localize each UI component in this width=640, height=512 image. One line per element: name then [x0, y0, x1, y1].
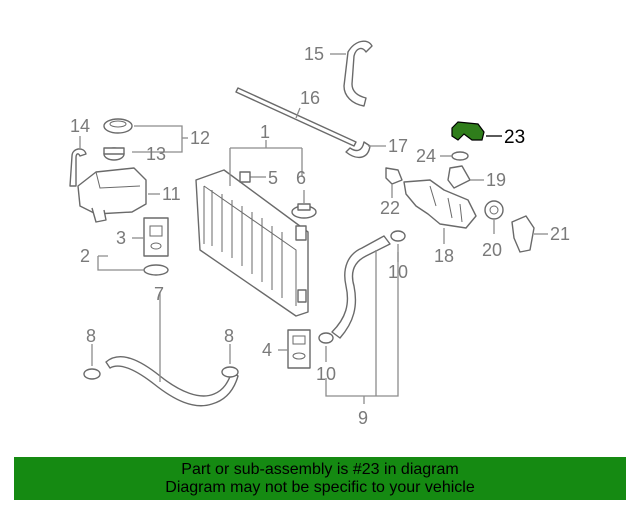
callout-10-upper: 10 — [388, 262, 408, 282]
callout-11: 11 — [162, 184, 181, 204]
callout-8-right: 8 — [224, 326, 234, 346]
callout-15: 15 — [304, 44, 324, 64]
banner-line-2: Diagram may not be specific to your vehi… — [165, 479, 475, 496]
callout-6: 6 — [296, 168, 306, 188]
part-9-hose — [331, 235, 391, 339]
part-22-sensor — [385, 167, 403, 185]
part-10-clamp-upper — [390, 230, 406, 242]
part-19-bracket — [447, 165, 471, 189]
callout-3: 3 — [116, 228, 126, 248]
callout-24: 24 — [416, 146, 436, 166]
callout-13: 13 — [146, 144, 166, 164]
callout-16: 16 — [300, 88, 320, 108]
leader-16 — [295, 107, 301, 119]
callout-20: 20 — [482, 240, 502, 260]
part-8-clamp-right — [221, 366, 239, 378]
part-12-cap — [103, 118, 133, 134]
callout-4: 4 — [262, 340, 272, 360]
callout-9: 9 — [358, 408, 368, 428]
callout-23[interactable]: 23 — [504, 127, 525, 148]
part-7-hose — [105, 356, 239, 407]
callout-7: 7 — [154, 284, 164, 304]
leader-9 — [325, 250, 399, 404]
callout-17: 17 — [388, 136, 408, 156]
callout-21: 21 — [550, 224, 570, 244]
leader-12-13 — [132, 125, 183, 153]
part-17-hose — [345, 141, 371, 159]
callout-10-lower: 10 — [316, 364, 336, 384]
part-5-bolt — [239, 171, 258, 183]
part-20-thermostat — [484, 200, 504, 220]
part-4-box — [287, 329, 311, 369]
part-10-clamp-lower — [318, 332, 334, 344]
leader-2 — [97, 255, 144, 271]
part-24-oring — [451, 151, 469, 161]
callout-8-left: 8 — [86, 326, 96, 346]
banner-line-1: Part or sub-assembly is #23 in diagram — [181, 461, 459, 478]
part-8-clamp-left — [83, 368, 101, 380]
part-13-seal — [103, 147, 125, 161]
part-18-housing — [403, 179, 477, 229]
part-2-clamp — [143, 264, 169, 276]
callout-19: 19 — [486, 170, 506, 190]
callout-2: 2 — [80, 246, 90, 266]
part-1-radiator — [195, 169, 309, 317]
part-23-highlighted[interactable] — [451, 121, 485, 141]
cooling-system-diagram: 15 16 14 12 13 11 1 — [69, 40, 570, 428]
part-14-hose — [69, 148, 87, 187]
leader-1 — [229, 140, 303, 186]
callout-12: 12 — [190, 128, 210, 148]
callout-5: 5 — [268, 168, 278, 188]
part-15-hose — [343, 40, 373, 107]
callout-1: 1 — [260, 122, 270, 142]
callout-18: 18 — [434, 246, 454, 266]
part-6-cap — [291, 203, 317, 219]
callout-22: 22 — [380, 198, 400, 218]
part-11-reservoir — [77, 167, 147, 223]
part-3-box — [143, 217, 169, 257]
info-banner: Part or sub-assembly is #23 in diagram D… — [14, 457, 626, 500]
part-21-outlet — [511, 215, 535, 253]
callout-14: 14 — [70, 116, 90, 136]
